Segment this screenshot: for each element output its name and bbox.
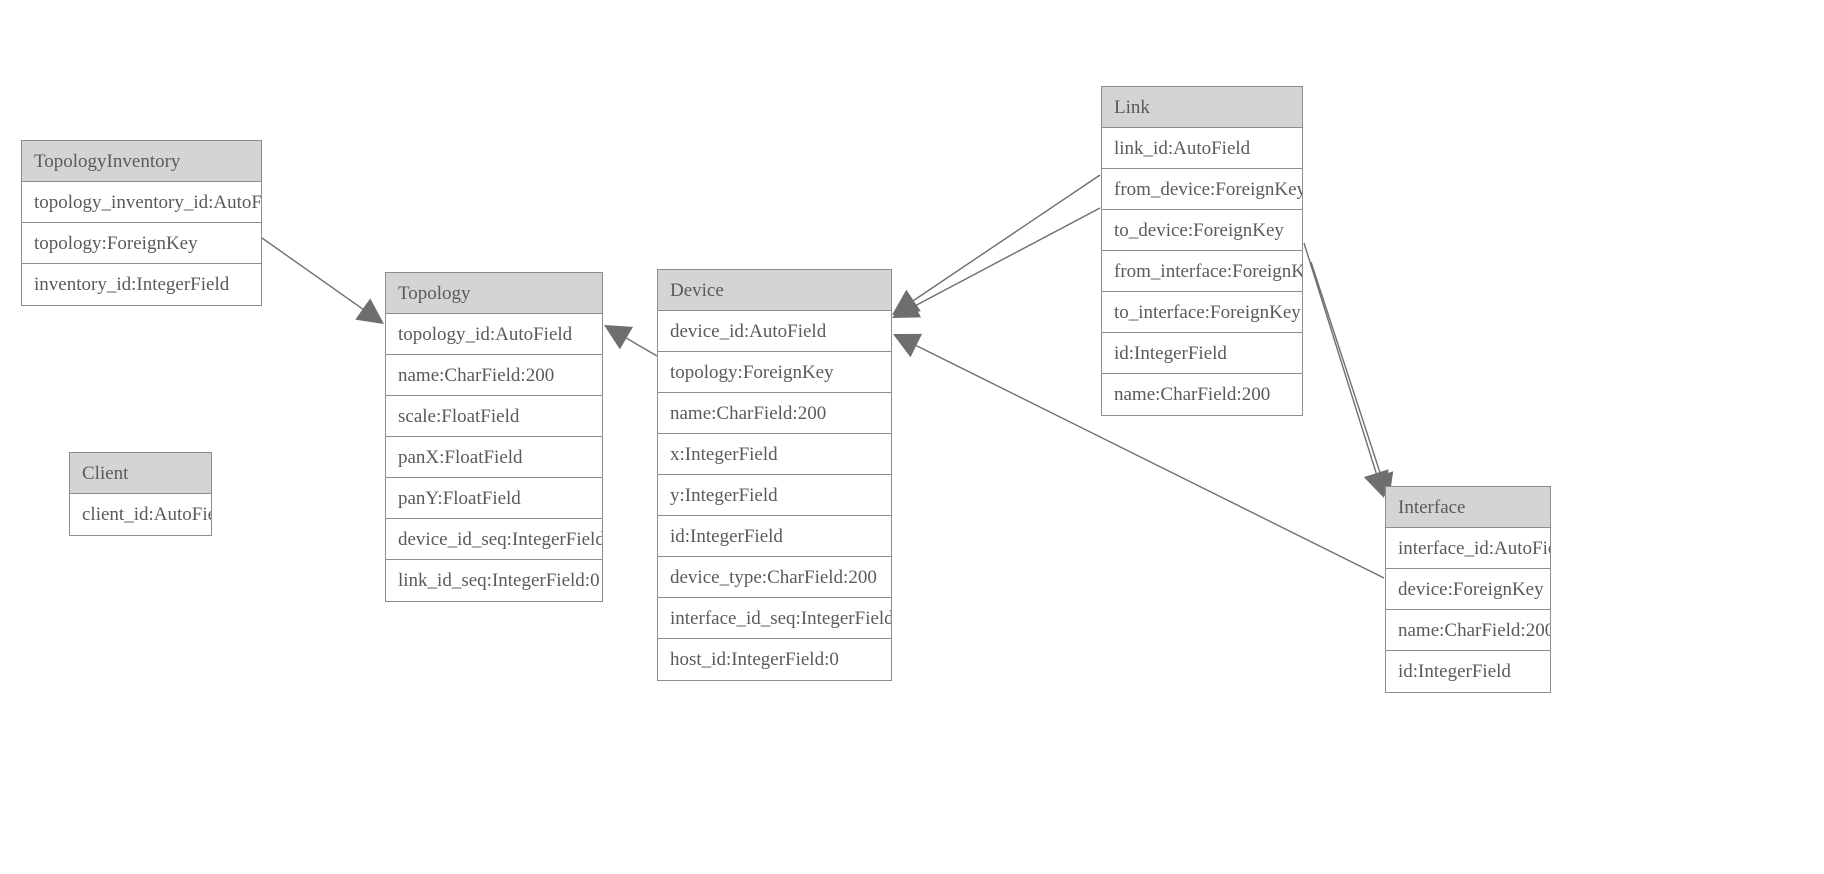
entity-field-row: scale:FloatField: [386, 396, 602, 437]
entity-field-row: from_interface:ForeignKey: [1102, 251, 1302, 292]
entity-field-row: name:CharField:200: [386, 355, 602, 396]
edge-line: [913, 174, 1101, 302]
entity-field-row: id:IntegerField: [1386, 651, 1550, 692]
entity-field-row: topology_id:AutoField: [386, 314, 602, 355]
edge-line: [626, 337, 658, 357]
edge-arrowhead-icon: [355, 298, 384, 324]
entity-field-row: inventory_id:IntegerField: [22, 264, 261, 305]
entity-field-row: interface_id_seq:IntegerField:0: [658, 598, 891, 639]
edge-arrowhead-icon: [893, 333, 923, 358]
entity-field-row: id:IntegerField: [658, 516, 891, 557]
entity-title-client: Client: [70, 453, 211, 494]
entity-title-topology_inventory: TopologyInventory: [22, 141, 261, 182]
edge-arrowhead-icon: [604, 325, 634, 350]
entity-field-row: from_device:ForeignKey: [1102, 169, 1302, 210]
edge-topologyinventory-to-topology: [261, 237, 384, 324]
edge-link-to_interface-to-interface: [1310, 261, 1394, 500]
entity-field-row: device_id_seq:IntegerField:0: [386, 519, 602, 560]
entity-field-row: id:IntegerField: [1102, 333, 1302, 374]
entity-field-row: topology_inventory_id:AutoField: [22, 182, 261, 223]
edge-link-to_device-to-device: [892, 207, 1101, 318]
entity-field-row: name:CharField:200: [1386, 610, 1550, 651]
entity-field-row: device_id:AutoField: [658, 311, 891, 352]
entity-title-device: Device: [658, 270, 891, 311]
edge-device-to-topology: [604, 325, 658, 357]
edge-line: [1303, 242, 1377, 474]
entity-field-row: link_id_seq:IntegerField:0: [386, 560, 602, 601]
entity-field-row: name:CharField:200: [1102, 374, 1302, 415]
entity-field-row: name:CharField:200: [658, 393, 891, 434]
edge-line: [914, 207, 1101, 307]
entity-field-row: topology:ForeignKey: [658, 352, 891, 393]
edge-line: [261, 237, 364, 310]
entity-title-topology: Topology: [386, 273, 602, 314]
entity-field-row: device_type:CharField:200: [658, 557, 891, 598]
entity-field-row: host_id:IntegerField:0: [658, 639, 891, 680]
entity-field-row: x:IntegerField: [658, 434, 891, 475]
entity-field-row: device:ForeignKey: [1386, 569, 1550, 610]
entity-field-row: topology:ForeignKey: [22, 223, 261, 264]
entity-field-row: y:IntegerField: [658, 475, 891, 516]
entity-interface[interactable]: Interfaceinterface_id:AutoFielddevice:Fo…: [1385, 486, 1551, 693]
entity-field-row: panY:FloatField: [386, 478, 602, 519]
entity-field-row: link_id:AutoField: [1102, 128, 1302, 169]
entity-field-row: to_interface:ForeignKey: [1102, 292, 1302, 333]
entity-title-interface: Interface: [1386, 487, 1550, 528]
edge-line: [1310, 261, 1382, 476]
edge-link-from_interface-to-interface: [1303, 242, 1389, 498]
entity-field-row: panX:FloatField: [386, 437, 602, 478]
edge-arrowhead-icon: [892, 294, 922, 318]
edge-link-from_device-to-device: [892, 174, 1101, 315]
entity-field-row: interface_id:AutoField: [1386, 528, 1550, 569]
entity-field-row: client_id:AutoField: [70, 494, 211, 535]
entity-title-link: Link: [1102, 87, 1302, 128]
entity-field-row: to_device:ForeignKey: [1102, 210, 1302, 251]
edge-arrowhead-icon: [892, 289, 921, 315]
